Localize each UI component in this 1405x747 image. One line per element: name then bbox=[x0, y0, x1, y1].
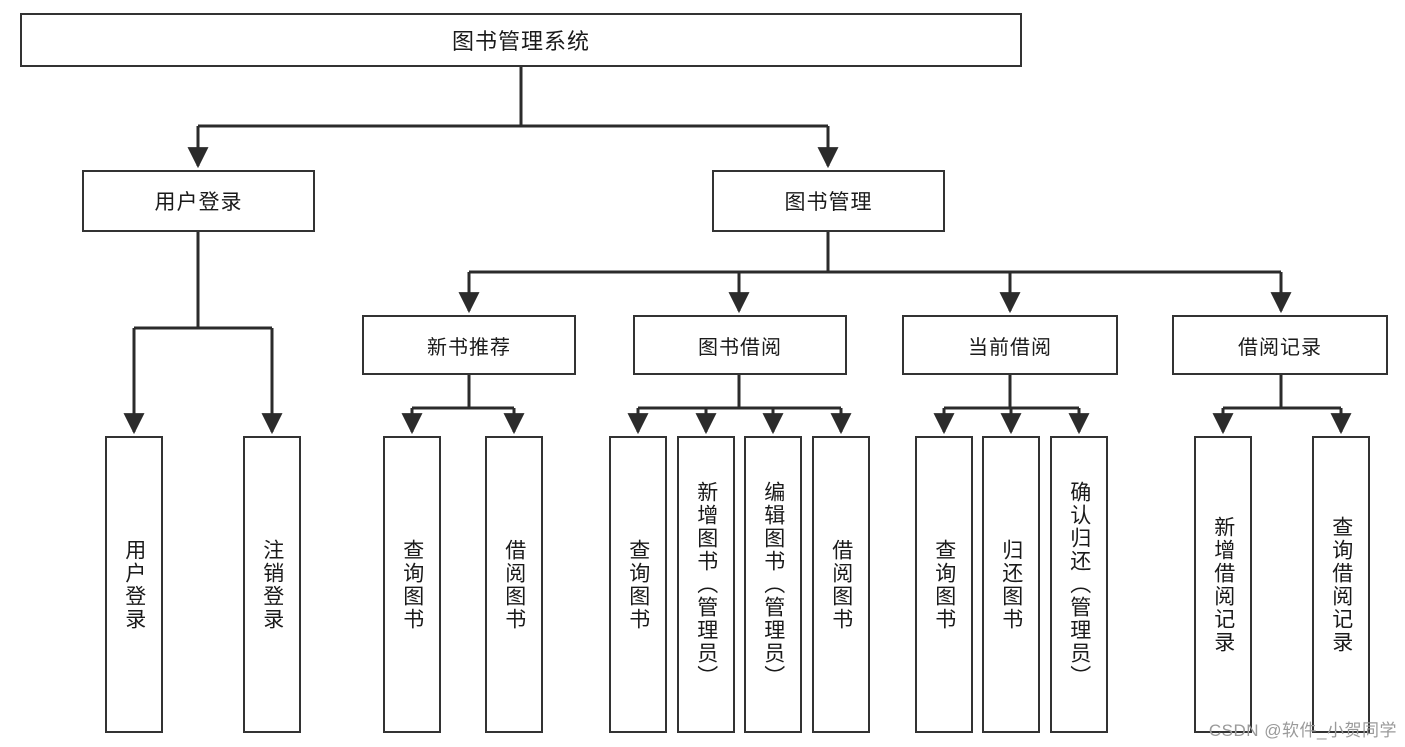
leaf-book-borrow-action[interactable]: 借阅图书 bbox=[812, 436, 870, 733]
leaf-add-borrow-record[interactable]: 新增借阅记录 bbox=[1194, 436, 1252, 733]
leaf-label: 用户登录 bbox=[122, 538, 146, 631]
leaf-new-book-borrow[interactable]: 借阅图书 bbox=[485, 436, 543, 733]
leaf-user-login-1[interactable]: 用户登录 bbox=[105, 436, 163, 733]
node-label: 图书管理 bbox=[784, 191, 873, 214]
leaf-label: 归还图书 bbox=[999, 538, 1023, 631]
leaf-label: 查询图书 bbox=[400, 538, 424, 631]
node-user-login[interactable]: 用户登录 bbox=[82, 170, 315, 232]
node-label: 新书推荐 bbox=[427, 336, 511, 359]
node-root-book-management-system[interactable]: 图书管理系统 bbox=[20, 13, 1022, 67]
leaf-confirm-return-admin[interactable]: 确认归还（管理员） bbox=[1050, 436, 1108, 733]
leaf-user-logout[interactable]: 注销登录 bbox=[243, 436, 301, 733]
leaf-label: 查询借阅记录 bbox=[1329, 515, 1353, 654]
node-book-management[interactable]: 图书管理 bbox=[712, 170, 945, 232]
leaf-label: 新增借阅记录 bbox=[1211, 515, 1235, 654]
node-label: 图书管理系统 bbox=[451, 29, 590, 54]
leaf-label: 注销登录 bbox=[260, 538, 284, 631]
leaf-label: 借阅图书 bbox=[829, 538, 853, 631]
leaf-query-borrow-record[interactable]: 查询借阅记录 bbox=[1312, 436, 1370, 733]
watermark-text: CSDN @软件_小贺同学 bbox=[1208, 721, 1397, 740]
leaf-label: 新增图书（管理员） bbox=[694, 481, 718, 688]
node-book-borrow[interactable]: 图书借阅 bbox=[633, 315, 847, 375]
node-label: 图书借阅 bbox=[698, 336, 782, 359]
leaf-label: 编辑图书（管理员） bbox=[761, 481, 785, 688]
leaf-book-add-admin[interactable]: 新增图书（管理员） bbox=[677, 436, 735, 733]
node-label: 借阅记录 bbox=[1238, 336, 1322, 359]
node-borrow-record[interactable]: 借阅记录 bbox=[1172, 315, 1388, 375]
node-new-book-recommend[interactable]: 新书推荐 bbox=[362, 315, 576, 375]
leaf-label: 确认归还（管理员） bbox=[1067, 481, 1091, 688]
leaf-new-book-query[interactable]: 查询图书 bbox=[383, 436, 441, 733]
leaf-book-borrow-query[interactable]: 查询图书 bbox=[609, 436, 667, 733]
leaf-current-borrow-query[interactable]: 查询图书 bbox=[915, 436, 973, 733]
leaf-label: 借阅图书 bbox=[502, 538, 526, 631]
leaf-return-book[interactable]: 归还图书 bbox=[982, 436, 1040, 733]
node-current-borrow[interactable]: 当前借阅 bbox=[902, 315, 1118, 375]
leaf-book-edit-admin[interactable]: 编辑图书（管理员） bbox=[744, 436, 802, 733]
leaf-label: 查询图书 bbox=[626, 538, 650, 631]
leaf-label: 查询图书 bbox=[932, 538, 956, 631]
node-label: 当前借阅 bbox=[968, 336, 1052, 359]
node-label: 用户登录 bbox=[154, 191, 243, 214]
